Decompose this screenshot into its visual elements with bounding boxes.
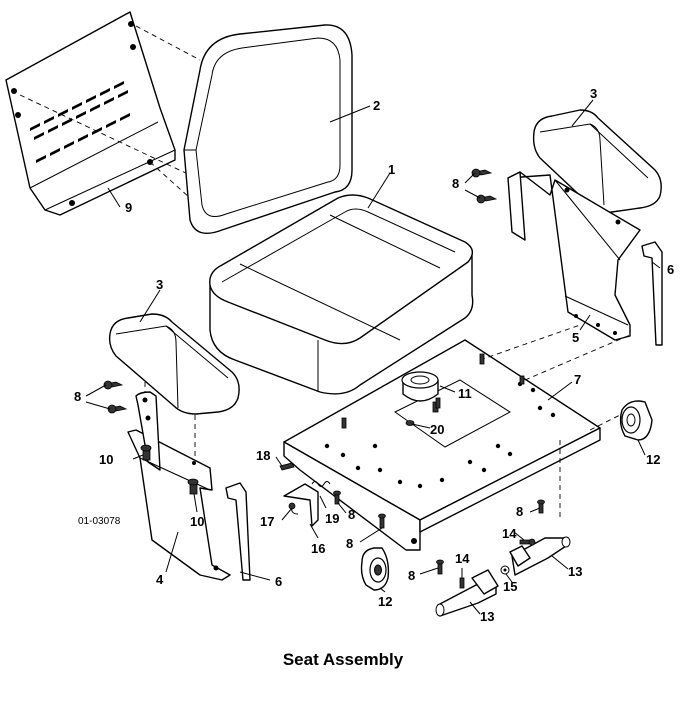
callout-8-mid: 8 xyxy=(348,507,355,522)
callout-3-right: 3 xyxy=(590,86,597,101)
bolt-8-bottom xyxy=(436,559,444,575)
callout-2: 2 xyxy=(373,98,380,113)
bumper-bottom-part-12 xyxy=(360,547,390,591)
callout-19: 19 xyxy=(325,511,339,526)
callout-labels: 1 2 3 3 4 5 6 6 7 8 8 8 8 8 8 8 9 10 10 … xyxy=(74,86,674,624)
armrest-pad-right-part-3 xyxy=(532,109,662,214)
bolt-plate-2 xyxy=(479,353,485,365)
callout-20: 20 xyxy=(430,422,444,437)
bolt-14-lower xyxy=(459,577,465,589)
callout-8-bottom: 8 xyxy=(408,568,415,583)
callout-8-lower-mid: 8 xyxy=(346,536,353,551)
callout-13-upper: 13 xyxy=(568,564,582,579)
support-rod-left-part-6 xyxy=(225,482,251,581)
callout-16: 16 xyxy=(311,541,325,556)
callout-11: 11 xyxy=(458,386,472,401)
callout-12-right: 12 xyxy=(646,452,660,467)
bolt-8-right-lower xyxy=(476,194,498,204)
bolt-plate-3 xyxy=(519,375,525,385)
callout-13-lower: 13 xyxy=(480,609,494,624)
bolt-8-right-upper xyxy=(471,168,493,178)
seat-base-plate-part-7 xyxy=(283,339,601,551)
backrest-cushion-part-2 xyxy=(183,24,353,234)
callout-9: 9 xyxy=(125,200,132,215)
support-rod-right-part-6 xyxy=(641,241,663,346)
bumper-right-part-12 xyxy=(619,400,653,441)
bolt-18 xyxy=(279,462,295,471)
bolt-plate-1 xyxy=(341,417,347,429)
callout-6-right: 6 xyxy=(667,262,674,277)
bolt-17 xyxy=(288,502,296,510)
shaft-upper-part-13 xyxy=(509,536,571,576)
callout-8-left-bracket: 8 xyxy=(74,389,81,404)
armrest-bracket-left-part-4 xyxy=(127,391,231,581)
callout-18: 18 xyxy=(256,448,270,463)
panel-slots xyxy=(30,81,130,163)
bolt-plate-4 xyxy=(435,397,441,409)
callout-15: 15 xyxy=(503,579,517,594)
rear-panel-part-9 xyxy=(5,11,176,216)
callout-4: 4 xyxy=(156,572,164,587)
callout-10-lower: 10 xyxy=(190,514,204,529)
fasteners xyxy=(103,168,545,589)
callout-6-left: 6 xyxy=(275,574,282,589)
swivel-knob-part-11 xyxy=(401,371,439,402)
callout-5: 5 xyxy=(572,330,579,345)
bolt-10-upper xyxy=(140,444,152,461)
drawing-code: 01-03078 xyxy=(78,516,121,527)
seat-cushion-part-1 xyxy=(209,194,474,395)
bolt-8-right-base xyxy=(537,499,545,514)
callout-7: 7 xyxy=(574,372,581,387)
shaft-lower-part-13 xyxy=(435,569,499,617)
bolt-8-left-lower xyxy=(107,404,128,414)
leader-lines xyxy=(85,99,661,615)
callout-12-bottom: 12 xyxy=(378,594,392,609)
washer-15 xyxy=(500,565,510,575)
callout-14-upper: 14 xyxy=(502,526,517,541)
bolt-14-upper xyxy=(519,538,536,546)
callout-3-left: 3 xyxy=(156,277,163,292)
callout-8-right-base: 8 xyxy=(516,504,523,519)
callout-14-lower: 14 xyxy=(455,551,470,566)
callout-1: 1 xyxy=(388,162,395,177)
bolt-8-left-upper xyxy=(103,380,124,390)
spring-part-19 xyxy=(311,481,331,487)
bolt-8-mid xyxy=(333,490,341,505)
callout-8-right-bracket: 8 xyxy=(452,176,459,191)
callout-17: 17 xyxy=(260,514,274,529)
callout-10-upper: 10 xyxy=(99,452,113,467)
diagram-caption: Seat Assembly xyxy=(283,650,404,669)
bolt-8-lower-mid xyxy=(378,513,386,529)
bolt-10-lower xyxy=(187,478,199,495)
armrest-bracket-right-part-5 xyxy=(507,171,641,341)
